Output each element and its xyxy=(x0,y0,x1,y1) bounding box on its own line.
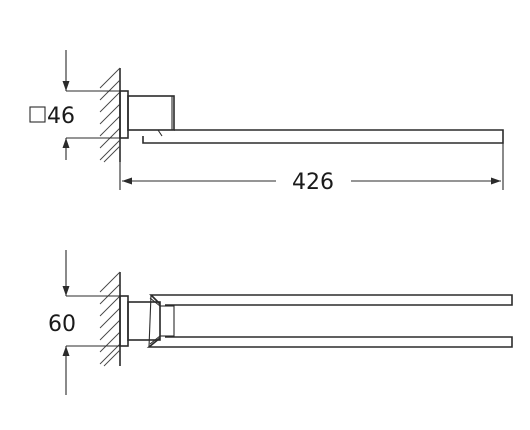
side-view: 60 xyxy=(48,250,513,395)
dimension-426-label: 426 xyxy=(292,170,334,195)
dimension-60: 60 xyxy=(48,250,120,395)
dimension-426: 426 xyxy=(119,143,504,195)
towel-arm-top xyxy=(142,129,504,144)
dimension-46-label: 46 xyxy=(47,104,75,129)
mount-bracket-top xyxy=(119,90,175,139)
dimension-46: 46 xyxy=(29,50,120,160)
wall-hatching-top xyxy=(99,67,121,163)
wall-hatching-side xyxy=(99,271,121,367)
square-symbol-icon xyxy=(29,106,46,123)
dimension-60-label: 60 xyxy=(48,312,76,337)
towel-arms-side xyxy=(146,294,513,348)
top-view: 46 426 xyxy=(29,50,504,195)
mount-bracket-side xyxy=(119,295,175,347)
